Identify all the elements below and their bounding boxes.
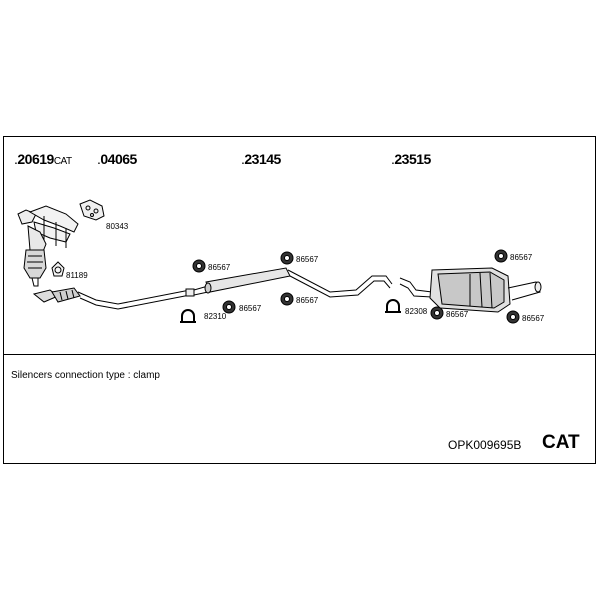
ref-hanger-g: 86567: [522, 314, 545, 323]
part-number: 20619: [17, 151, 54, 167]
part-suffix: CAT: [53, 156, 72, 167]
ref-cat-clamp: 81189: [66, 271, 88, 280]
hanger-icon-c: [222, 300, 236, 314]
ref-hanger-f: 86567: [446, 310, 469, 319]
ref-clamp-b: 82308: [405, 307, 428, 316]
hanger-icon-b: [280, 251, 294, 265]
ref-hanger-e: 86567: [510, 253, 533, 262]
clamp-icon-b: [385, 299, 401, 313]
cat-clamp-drawing: [51, 261, 65, 277]
middle-silencer-drawing: [193, 267, 393, 298]
label-dot: .: [14, 151, 18, 167]
gasket-drawing: [79, 199, 105, 221]
hanger-icon-d: [280, 292, 294, 306]
hanger-icon-f: [430, 306, 444, 320]
ref-gasket: 80343: [106, 222, 129, 231]
hanger-icon-a: [192, 259, 206, 273]
part-number: 23145: [244, 151, 281, 167]
connection-note: Silencers connection type : clamp: [11, 370, 160, 381]
part-label-rear-silencer: .23515: [391, 151, 431, 167]
clamp-icon-a: [180, 309, 196, 323]
ref-hanger-c: 86567: [239, 304, 262, 313]
part-number: 23515: [394, 151, 431, 167]
hanger-icon-g: [506, 310, 520, 324]
ref-hanger-a: 86567: [208, 263, 231, 272]
diagram-frame: [3, 136, 596, 464]
part-label-middle-silencer: .23145: [241, 151, 281, 167]
ref-hanger-b: 86567: [296, 255, 319, 264]
ref-clamp-a: 82310: [204, 312, 227, 321]
cat-badge: CAT: [542, 432, 580, 453]
part-number: 04065: [100, 151, 137, 167]
ref-hanger-d: 86567: [296, 296, 319, 305]
part-label-front-pipe: .04065: [97, 151, 137, 167]
rear-silencer-drawing: [399, 267, 542, 313]
front-pipe-drawing: [32, 287, 195, 310]
label-dot: .: [391, 151, 395, 167]
section-divider: [3, 354, 596, 355]
label-dot: .: [241, 151, 245, 167]
part-label-catalytic-manifold: .20619CAT: [14, 151, 72, 167]
kit-code: OPK009695B: [448, 438, 522, 452]
catalytic-manifold-drawing: [17, 205, 79, 287]
label-dot: .: [97, 151, 101, 167]
hanger-icon-e: [494, 249, 508, 263]
